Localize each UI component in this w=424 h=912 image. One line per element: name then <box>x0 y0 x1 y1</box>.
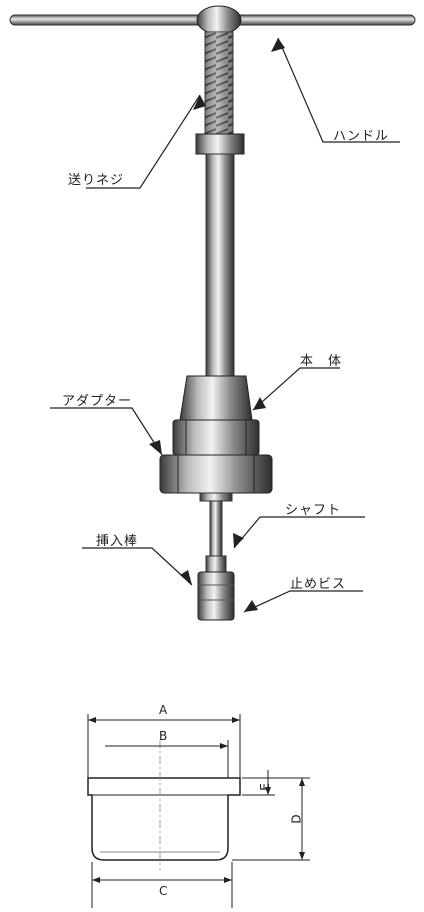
arrow-handle-icon <box>271 38 285 52</box>
arrow-adapter-icon <box>149 440 162 455</box>
leader-feed-screw <box>86 94 201 189</box>
arrow-body-icon <box>253 397 266 410</box>
label-shaft: シャフト <box>285 503 342 518</box>
dimension-c: C <box>159 884 168 898</box>
handle-part <box>9 5 416 35</box>
label-adapter: アダプター <box>62 394 133 409</box>
leader-arrowheads <box>149 38 285 612</box>
arrow-shaft-icon <box>233 533 244 548</box>
dimension-e: E <box>257 783 272 791</box>
arrow-insert-rod-icon <box>180 570 192 585</box>
dimension-arrowheads <box>88 717 305 883</box>
label-feed-screw: 送りネジ <box>68 173 125 188</box>
dimension-a: A <box>159 703 168 717</box>
adapter-part <box>159 454 273 502</box>
label-insert-rod: 挿入棒 <box>96 534 139 549</box>
body-part <box>172 133 260 456</box>
leader-stop-screw <box>243 590 363 613</box>
label-handle: ハンドル <box>333 129 390 144</box>
dimension-d: D <box>289 814 304 824</box>
dimension-lines <box>87 714 310 908</box>
leader-adapter <box>50 407 163 456</box>
label-body: 本 体 <box>300 354 343 369</box>
arrow-feed-screw-icon <box>193 95 206 110</box>
insert-rod-part <box>197 555 235 621</box>
dimension-b: B <box>159 729 168 743</box>
leader-handle <box>277 37 400 143</box>
arrow-stop-screw-icon <box>244 600 258 612</box>
leader-insert-rod <box>82 547 193 586</box>
leader-lines <box>50 37 400 613</box>
label-stop-screw: 止めビス <box>290 577 347 592</box>
feed-screw-part <box>204 31 234 137</box>
cap-drawing <box>87 740 241 870</box>
leader-body <box>252 367 340 411</box>
shaft-part <box>209 500 223 557</box>
leader-shaft <box>233 516 365 549</box>
